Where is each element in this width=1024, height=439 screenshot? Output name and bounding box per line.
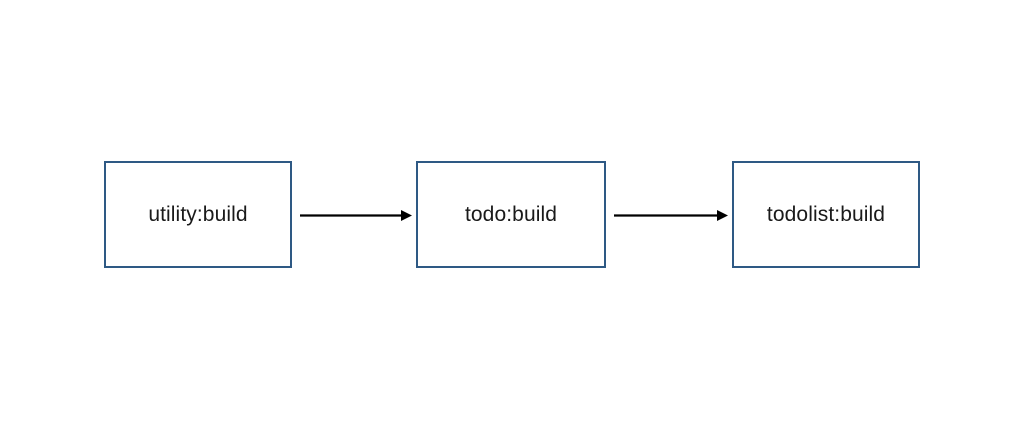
- node-label: utility:build: [148, 203, 248, 226]
- arrowhead-icon: [717, 210, 728, 221]
- arrowhead-icon: [401, 210, 412, 221]
- node-utility-build[interactable]: utility:build: [104, 161, 292, 268]
- node-todo-build[interactable]: todo:build: [416, 161, 606, 268]
- node-label: todolist:build: [766, 203, 886, 226]
- node-label: todo:build: [464, 203, 558, 226]
- node-todolist-build[interactable]: todolist:build: [732, 161, 920, 268]
